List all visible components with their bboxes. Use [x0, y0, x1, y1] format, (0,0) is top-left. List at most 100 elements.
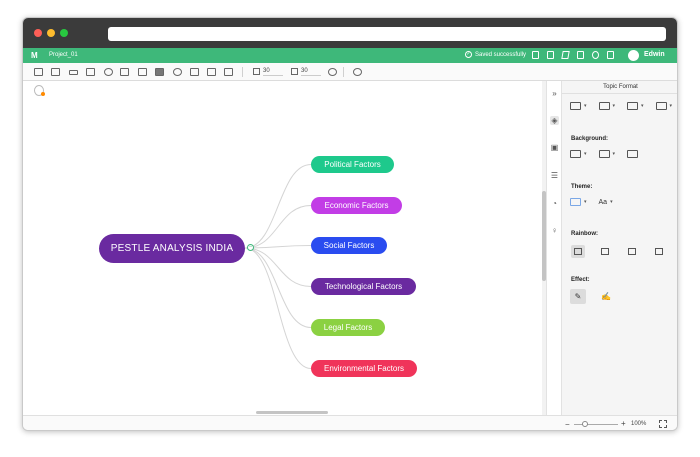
topic-technological-factors[interactable]: Technological Factors: [311, 278, 416, 295]
theme-controls: ▾ Aa▾: [570, 198, 613, 206]
status-bar: − + 100%: [23, 415, 677, 430]
toolbar-divider: [343, 67, 344, 77]
layout-controls: ▾ ▾ ▾ ▾: [570, 102, 672, 110]
share-icon[interactable]: [592, 51, 599, 59]
relationship-icon[interactable]: [86, 68, 95, 76]
user-name[interactable]: Edwin: [644, 51, 665, 58]
topic-social-factors[interactable]: Social Factors: [311, 237, 387, 254]
topic-environmental-factors[interactable]: Environmental Factors: [311, 360, 417, 377]
zoom-in-button[interactable]: +: [621, 419, 626, 428]
fullscreen-icon[interactable]: [659, 420, 667, 428]
bulb-indicator: [41, 92, 45, 96]
idea-bulb-icon[interactable]: [34, 85, 45, 96]
zoom-slider-handle[interactable]: [582, 421, 588, 427]
zoom-slider[interactable]: [574, 424, 618, 425]
fill-bucket-icon[interactable]: [570, 150, 581, 158]
background-image-icon[interactable]: [598, 150, 610, 158]
frame-icon[interactable]: [224, 68, 233, 76]
chevron-down-icon[interactable]: ▾: [610, 199, 613, 205]
chevron-down-icon[interactable]: ▾: [584, 151, 587, 157]
effect-label: Effect:: [571, 277, 590, 283]
watermark-icon[interactable]: [627, 150, 639, 158]
topic-format-icon[interactable]: ◈: [550, 116, 559, 125]
effect-option-hand-drawn[interactable]: ✍: [601, 292, 611, 301]
width-icon: [253, 68, 260, 75]
vertical-scroll-thumb[interactable]: [542, 191, 546, 281]
rainbow-option-3-icon: [628, 248, 636, 255]
mindmap-canvas[interactable]: PESTLE ANALYSIS INDIA − Political Factor…: [23, 81, 543, 415]
rainbow-option-2[interactable]: [598, 245, 612, 258]
chevron-down-icon[interactable]: ▾: [641, 103, 644, 109]
save-as-icon[interactable]: [547, 51, 554, 59]
outline-icon[interactable]: ☰: [550, 171, 559, 180]
collapse-branch-button[interactable]: −: [247, 244, 254, 251]
rainbow-none-icon: [574, 248, 582, 255]
boundary-icon[interactable]: [120, 68, 129, 76]
connector-political: [244, 164, 312, 249]
chevron-down-icon[interactable]: ▾: [612, 151, 616, 157]
print-icon[interactable]: [607, 51, 614, 59]
background-controls: ▾ ▾: [570, 150, 639, 158]
topic-political-factors[interactable]: Political Factors: [311, 156, 394, 173]
refresh-icon[interactable]: [328, 68, 337, 76]
zoom-level[interactable]: 100%: [631, 421, 647, 427]
maximize-window-button[interactable]: [60, 29, 68, 37]
minimize-window-button[interactable]: [47, 29, 55, 37]
export-icon[interactable]: [577, 51, 584, 59]
horizontal-scrollbar[interactable]: [23, 411, 543, 415]
rainbow-option-2-icon: [601, 248, 609, 255]
height-icon: [291, 68, 298, 75]
connector-legal: [244, 247, 312, 328]
width-value[interactable]: 30: [263, 67, 283, 76]
rainbow-option-4[interactable]: [652, 245, 666, 258]
comment-icon[interactable]: [207, 68, 216, 76]
chevron-down-icon[interactable]: ▾: [669, 103, 673, 109]
chevron-down-icon[interactable]: ▾: [612, 103, 616, 109]
rainbow-option-3[interactable]: [625, 245, 639, 258]
send-icon[interactable]: [561, 51, 570, 59]
layout-grid-icon[interactable]: [570, 102, 581, 110]
image-icon[interactable]: [155, 68, 164, 76]
topic-economic-factors[interactable]: Economic Factors: [311, 197, 402, 214]
pen-icon[interactable]: [190, 68, 199, 76]
summary-icon[interactable]: [138, 68, 147, 76]
chevron-down-icon[interactable]: ▾: [584, 199, 587, 205]
topic-legal-factors[interactable]: Legal Factors: [311, 319, 385, 336]
branch-style-icon[interactable]: [353, 68, 362, 76]
theme-color-icon[interactable]: [570, 198, 581, 206]
height-field[interactable]: 30: [291, 67, 321, 76]
callout-icon[interactable]: [104, 68, 113, 76]
connector-style-icon[interactable]: [627, 102, 639, 110]
zoom-out-button[interactable]: −: [565, 420, 570, 429]
map-style-icon[interactable]: ▣: [550, 143, 559, 152]
side-icon-rail: » ◈ ▣ ☰ ◔ ♀: [546, 81, 562, 415]
save-icon[interactable]: [532, 51, 539, 59]
width-field[interactable]: 30: [253, 67, 283, 76]
theme-label: Theme:: [571, 184, 593, 190]
rainbow-option-4-icon: [655, 248, 663, 255]
connector-economic: [244, 205, 312, 249]
numbering-icon[interactable]: [655, 102, 667, 110]
avatar[interactable]: [628, 50, 639, 61]
effect-option-normal[interactable]: ✎: [570, 289, 586, 304]
close-window-button[interactable]: [34, 29, 42, 37]
rainbow-option-none[interactable]: [571, 245, 585, 258]
ideas-bulb-icon[interactable]: ♀: [551, 226, 558, 235]
main-topic-icon[interactable]: [34, 68, 43, 76]
toolbar-divider: [242, 67, 243, 77]
floating-topic-icon[interactable]: [69, 70, 78, 75]
history-icon[interactable]: ◔: [552, 199, 557, 208]
height-value[interactable]: 30: [301, 67, 321, 76]
collapse-panel-icon[interactable]: »: [552, 89, 557, 98]
chevron-down-icon[interactable]: ▾: [584, 103, 587, 109]
structure-icon[interactable]: [598, 102, 610, 110]
project-name[interactable]: Project_01: [49, 52, 78, 58]
address-bar[interactable]: [108, 27, 666, 41]
app-logo-icon: M: [31, 51, 38, 60]
horizontal-scroll-thumb[interactable]: [256, 411, 328, 414]
central-topic[interactable]: PESTLE ANALYSIS INDIA: [99, 234, 245, 263]
link-icon[interactable]: [173, 68, 182, 76]
subtopic-icon[interactable]: [51, 68, 60, 76]
theme-font-icon[interactable]: Aa: [598, 198, 608, 206]
vertical-scrollbar[interactable]: [542, 81, 546, 415]
